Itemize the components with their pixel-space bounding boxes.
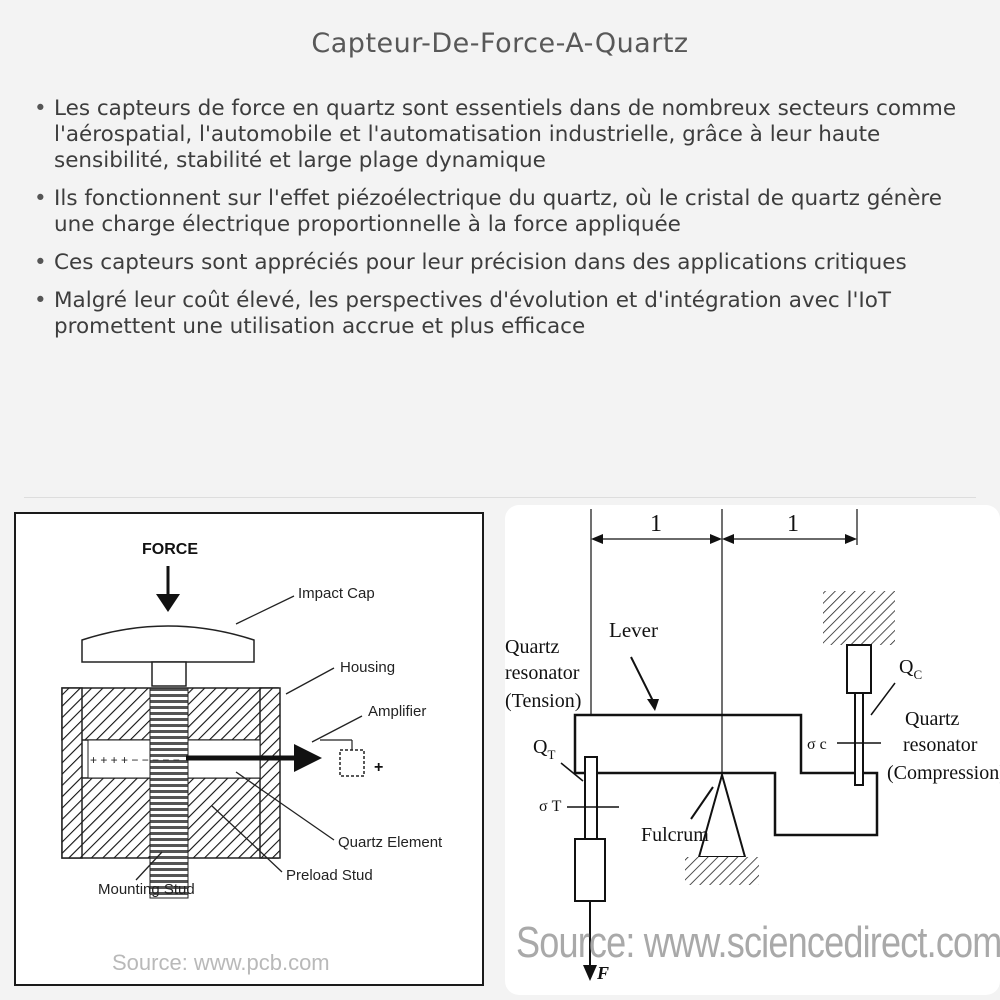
force-down-arrow-icon (583, 901, 597, 981)
impact-cap (81, 625, 255, 687)
quartz-sensor-cutaway-diagram: FORCE Impact Cap + + + + − − − − − (14, 512, 484, 986)
sigma-t-label: σ T (539, 798, 562, 815)
q-c-label: QC (899, 656, 922, 682)
bullet-item: Ces capteurs sont appréciés pour leur pr… (34, 250, 969, 276)
quartz-lever-resonator-diagram: 1 1 Lever Fulcrum Quartz resonator (Tens… (505, 505, 1000, 995)
mounting-stud-label: Mounting Stud (98, 881, 195, 898)
force-arrow-icon (156, 566, 180, 612)
divider (24, 497, 976, 498)
tension-label-1: Quartz (505, 636, 560, 658)
bullet-item: Malgré leur coût élevé, les perspectives… (34, 288, 969, 340)
plus-sign: + (374, 759, 383, 776)
bullet-list: Les capteurs de force en quartz sont ess… (34, 96, 969, 352)
fulcrum-icon (685, 771, 759, 885)
sigma-c-label: σ c (807, 736, 827, 753)
bullet-item: Les capteurs de force en quartz sont ess… (34, 96, 969, 174)
charge-row-label: + + + + − − − − − (90, 753, 180, 767)
lever (573, 713, 879, 837)
dim-right-label: 1 (787, 511, 799, 537)
tension-resonator (574, 756, 606, 902)
compression-label-1: Quartz (905, 708, 960, 730)
force-label: FORCE (142, 541, 198, 558)
impact-cap-label: Impact Cap (298, 585, 375, 602)
force-f-label: F (596, 963, 609, 983)
amplifier-icon (320, 739, 365, 777)
dim-left-label: 1 (650, 511, 662, 537)
tension-label-3: (Tension) (505, 690, 581, 712)
quartz-element-label: Quartz Element (338, 834, 443, 851)
amplifier-label: Amplifier (368, 703, 426, 720)
left-source-credit: Source: www.pcb.com (112, 950, 330, 975)
q-t-label: QT (533, 736, 555, 762)
preload-stud-label: Preload Stud (286, 867, 373, 884)
bullet-item: Ils fonctionnent sur l'effet piézoélectr… (34, 186, 969, 238)
right-source-credit: Source: www.sciencedirect.com (516, 918, 1000, 967)
dimension-lines (590, 509, 858, 775)
lever-label: Lever (609, 618, 658, 642)
housing-label: Housing (340, 659, 395, 676)
tension-label-2: resonator (505, 662, 580, 684)
compression-label-3: (Compression) (887, 762, 1000, 784)
page-title: Capteur-De-Force-A-Quartz (311, 28, 689, 59)
fulcrum-label: Fulcrum (641, 824, 709, 846)
output-arrow-icon (186, 744, 322, 772)
compression-label-2: resonator (903, 734, 978, 756)
preload-stud (149, 687, 189, 899)
compression-resonator (823, 591, 895, 786)
